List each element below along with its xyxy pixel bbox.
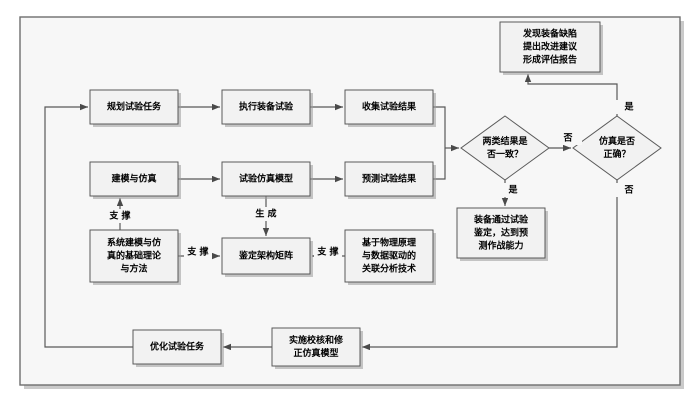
- lbl-generate: 生 成: [252, 207, 280, 221]
- node-text-line: 试验仿真模型: [239, 173, 293, 185]
- node-text-line: 建模与仿真: [111, 173, 156, 185]
- node-predict[interactable]: 预测试验结果: [344, 161, 436, 199]
- lbl-consistent-no: 否: [554, 131, 582, 145]
- label-text: 支 撑: [108, 210, 130, 222]
- node-text-line: 正仿真模型: [293, 347, 338, 359]
- lbl-support-3: 支 撑: [314, 245, 342, 259]
- edge-predict-merge: [433, 148, 446, 180]
- node-text-line: 与数据驱动的: [362, 250, 416, 262]
- node-text-line: 规划试验任务: [107, 101, 162, 113]
- label-text: 是: [623, 102, 634, 113]
- node-matrix[interactable]: 鉴定架构矩阵: [221, 237, 313, 277]
- node-text-line: 装备通过试验: [473, 214, 529, 226]
- label-text: 否: [562, 133, 572, 144]
- node-text-line: 系统建模与仿: [107, 237, 161, 249]
- label-bg: [615, 183, 643, 197]
- node-shape: [89, 161, 179, 197]
- lbl-sim-yes: 是: [615, 100, 643, 114]
- node-shape: [456, 207, 546, 259]
- node-shape: [460, 115, 550, 181]
- node-collect[interactable]: 收集试验结果: [344, 89, 436, 127]
- label-bg: [106, 209, 134, 223]
- node-text-line: 形成评估报告: [523, 54, 577, 66]
- lbl-consistent-yes: 是: [499, 183, 527, 197]
- node-shape: [89, 229, 179, 283]
- node-text-line: 优化试验任务: [150, 341, 205, 353]
- label-bg: [554, 131, 582, 145]
- node-text-line: 提出改进建议: [523, 41, 578, 53]
- label-bg: [184, 245, 212, 259]
- node-text-line: 仿真是否: [599, 135, 635, 147]
- label-text: 支 撑: [316, 246, 338, 258]
- node-shape: [572, 115, 662, 181]
- node-text-line: 正确？: [603, 148, 630, 160]
- node-execute[interactable]: 执行装备试验: [221, 89, 313, 127]
- node-optimize[interactable]: 优化试验任务: [132, 329, 224, 367]
- node-model[interactable]: 建模与仿真: [89, 161, 181, 199]
- lbl-support-1: 支 撑: [106, 209, 134, 223]
- lbl-sim-no: 否: [615, 183, 643, 197]
- node-text-line: 发现装备缺陷: [522, 28, 577, 40]
- node-text-line: 执行装备试验: [239, 101, 294, 113]
- frame-border: [19, 16, 681, 386]
- node-shape: [221, 89, 311, 125]
- label-text: 是: [507, 185, 518, 196]
- node-text-line: 与方法: [120, 263, 147, 275]
- node-shape: [344, 89, 434, 125]
- node-text-line: 实施校核和修: [289, 334, 344, 346]
- label-text: 否: [623, 185, 633, 196]
- node-text-line: 两类结果是: [482, 135, 528, 147]
- node-text-line: 否一致？: [486, 148, 523, 160]
- node-shape: [221, 237, 311, 275]
- label-bg: [314, 245, 342, 259]
- edge-optimize-plan: [44, 103, 133, 348]
- diagram-frame: [19, 16, 684, 389]
- label-bg: [499, 183, 527, 197]
- node-shape: [271, 327, 361, 367]
- node-text-line: 测作战能力: [478, 240, 523, 252]
- node-shape: [344, 229, 434, 283]
- node-text-line: 关联分析技术: [362, 263, 416, 275]
- edge-label-layer: 支 撑支 撑支 撑生 成是否是否: [106, 100, 643, 259]
- node-shape: [344, 161, 434, 197]
- node-shape: [132, 329, 222, 365]
- node-text-line: 鉴定，达到预: [473, 227, 528, 239]
- edge-simcorrect-calibrate: [362, 180, 618, 351]
- edge-collect-merge: [433, 106, 446, 148]
- node-text-line: 预测试验结果: [362, 173, 417, 185]
- label-text: 生 成: [255, 208, 276, 220]
- node-text-line: 真的基础理论: [107, 250, 162, 262]
- label-bg: [252, 207, 280, 221]
- node-shape: [221, 161, 311, 197]
- node-shape: [89, 89, 179, 125]
- lbl-support-2: 支 撑: [184, 245, 212, 259]
- node-plan[interactable]: 规划试验任务: [89, 89, 181, 127]
- label-bg: [615, 100, 643, 114]
- label-text: 支 撑: [186, 246, 208, 258]
- node-shape: [499, 21, 601, 73]
- node-text-line: 收集试验结果: [362, 101, 417, 113]
- node-simmodel[interactable]: 试验仿真模型: [221, 161, 313, 199]
- node-text-line: 鉴定架构矩阵: [238, 250, 293, 262]
- node-text-line: 基于物理原理: [361, 237, 416, 249]
